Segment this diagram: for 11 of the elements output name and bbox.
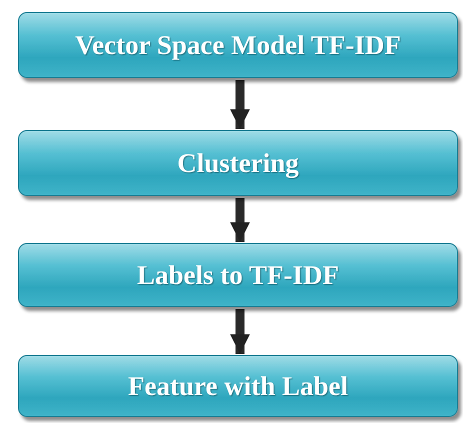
- process-box: [18, 355, 458, 417]
- process-box: [18, 130, 458, 196]
- step-label: Vector Space Model TF-IDF: [75, 30, 401, 60]
- arrow: [230, 309, 250, 354]
- step-label: Clustering: [177, 148, 299, 178]
- arrow: [230, 80, 250, 129]
- step-label: Labels to TF-IDF: [136, 260, 339, 290]
- step-label: Feature with Label: [128, 370, 348, 402]
- process-box: [18, 243, 458, 307]
- arrow: [230, 198, 250, 242]
- process-box: [18, 12, 458, 78]
